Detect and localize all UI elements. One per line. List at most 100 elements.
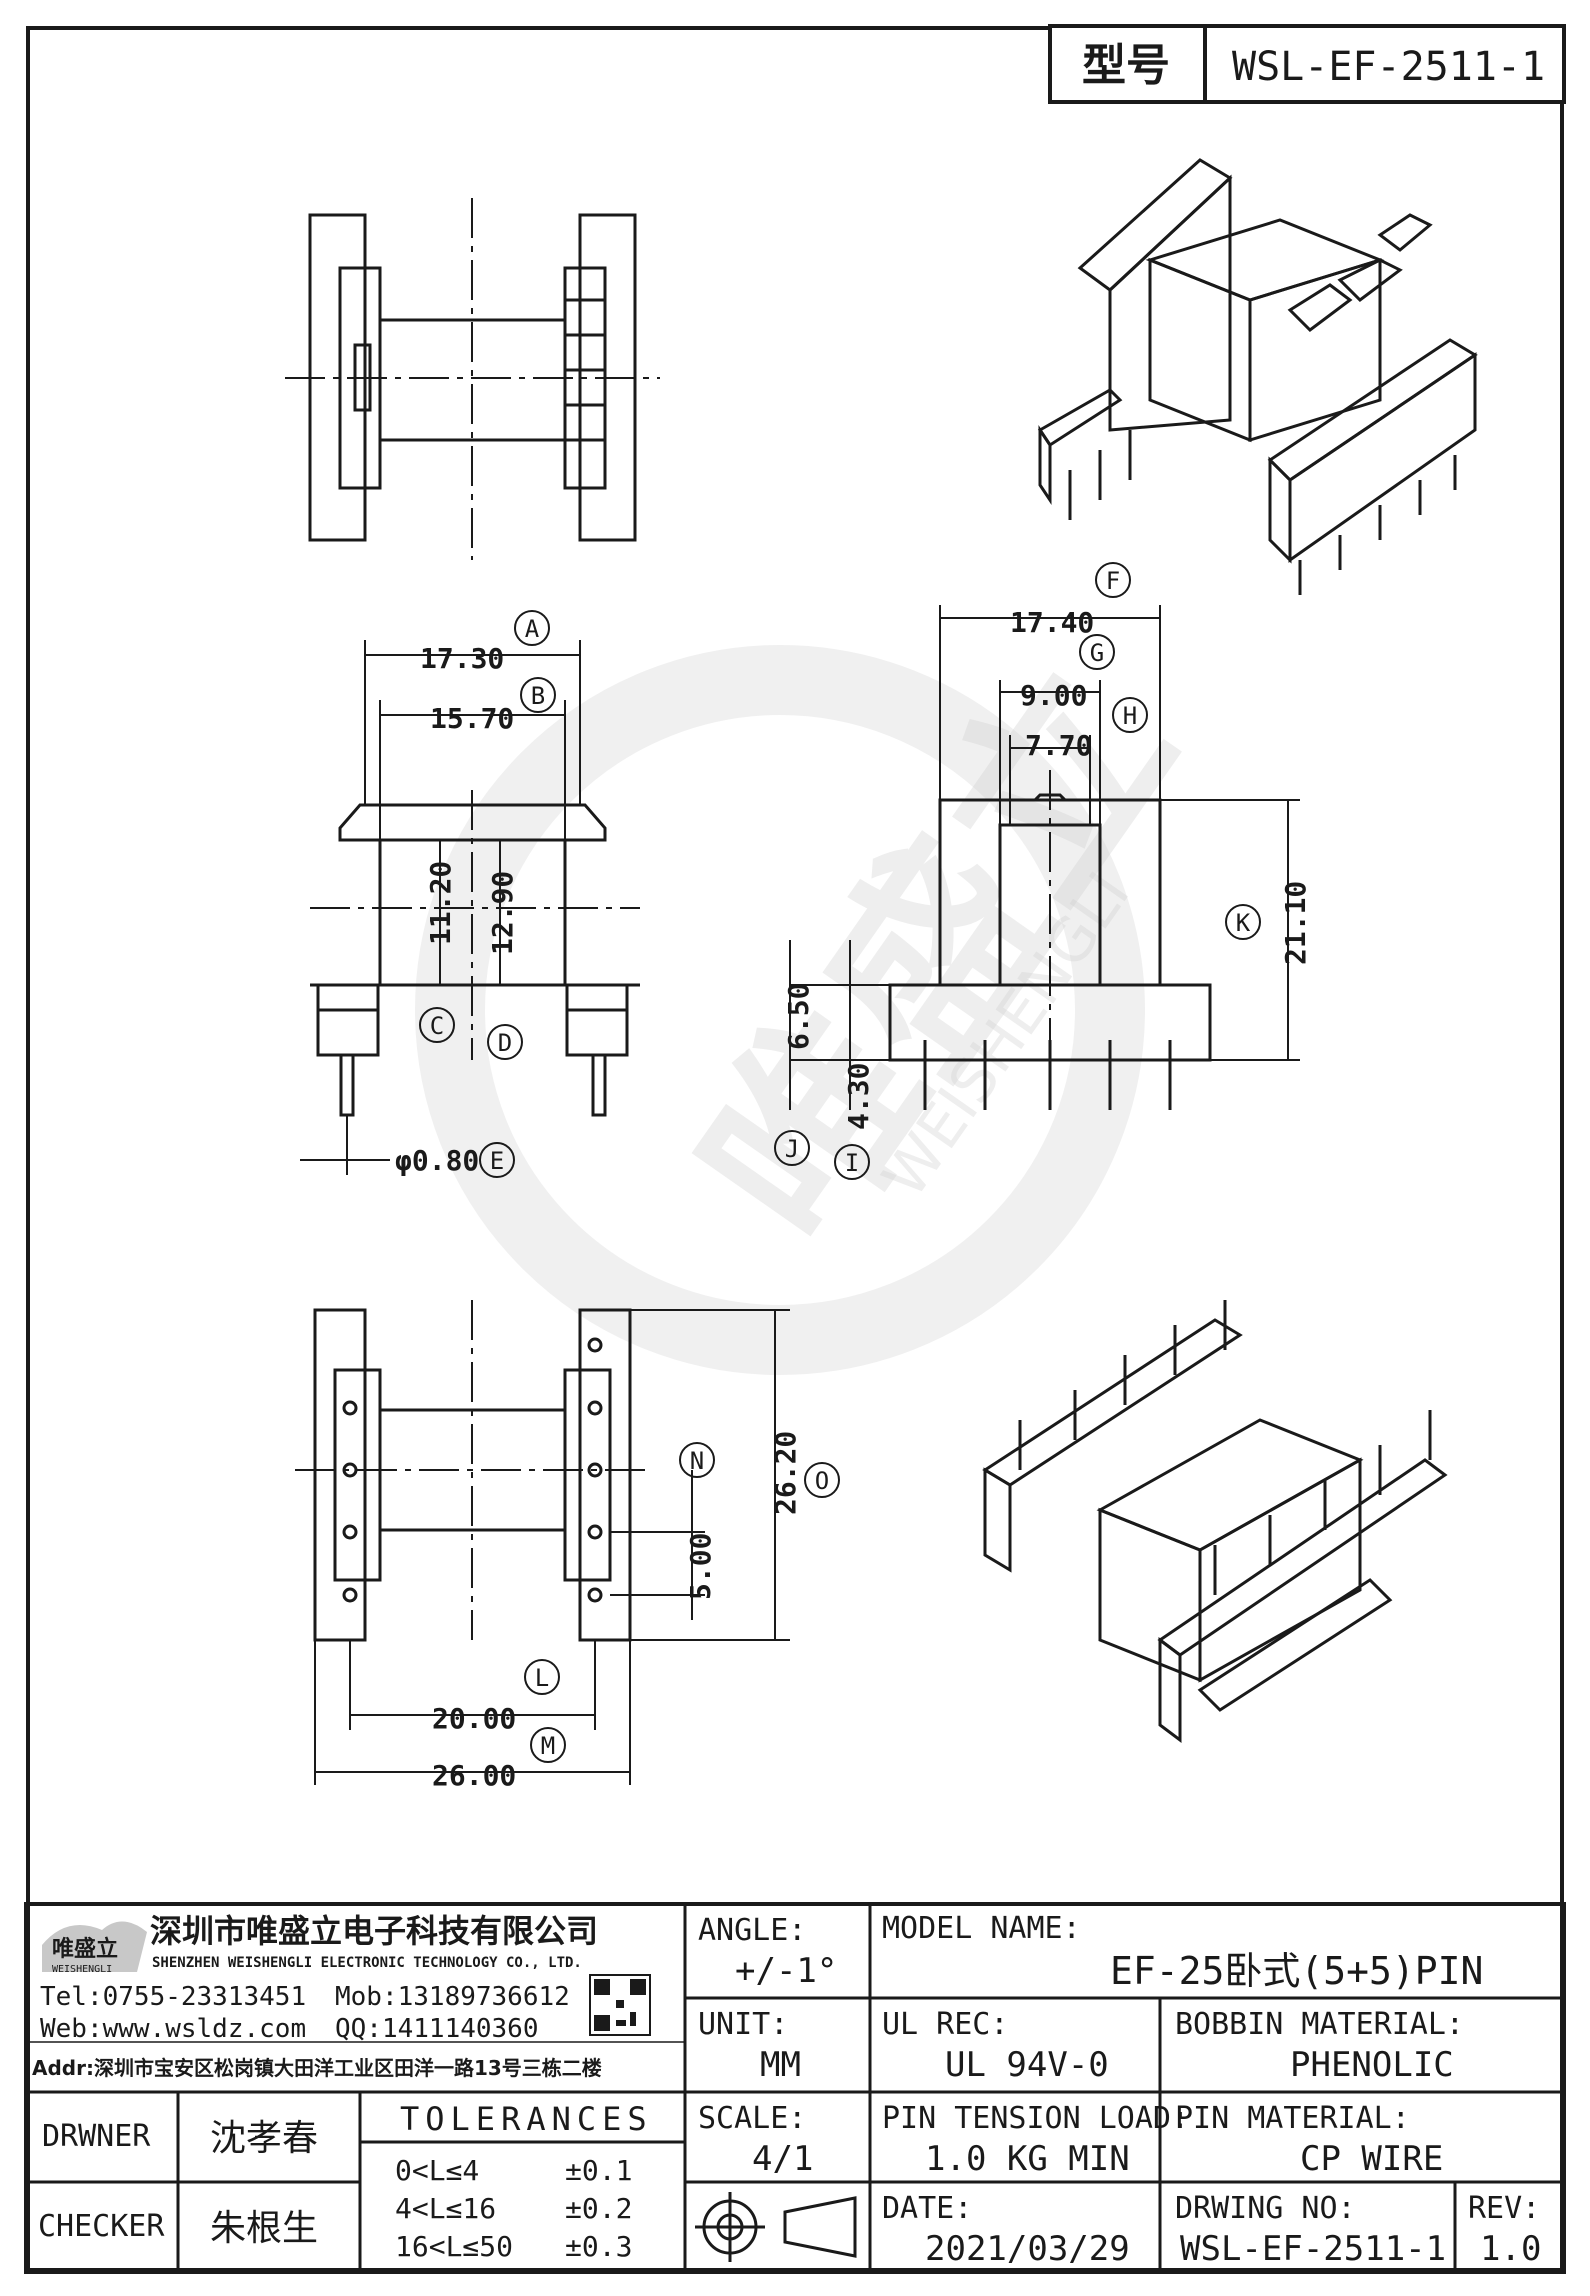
model-label: MODEL NAME: <box>882 1911 1081 1946</box>
svg-text:B: B <box>531 682 545 710</box>
dim-letter-b: B <box>520 677 556 713</box>
drawner-label: DRWNER <box>42 2119 151 2154</box>
dim-a-value: 17.30 <box>420 642 504 675</box>
tol-value-1: ±0.1 <box>565 2154 632 2187</box>
dim-letter-a: A <box>514 610 550 646</box>
dim-j-value: 6.50 <box>782 983 815 1050</box>
checker-label: CHECKER <box>38 2209 165 2244</box>
tension-value: 1.0 KG MIN <box>925 2139 1130 2179</box>
dim-n-value: 5.00 <box>684 1533 717 1600</box>
svg-text:N: N <box>690 1447 704 1475</box>
tol-value-2: ±0.2 <box>565 2192 632 2225</box>
ul-value: UL 94V-0 <box>945 2045 1109 2085</box>
dim-letter-n: N <box>679 1442 715 1478</box>
tol-range-2: 4<L≤16 <box>395 2192 496 2225</box>
company-name-cn: 深圳市唯盛立电子科技有限公司 <box>150 1912 598 1950</box>
projection-symbol-icon <box>695 2192 857 2262</box>
svg-text:A: A <box>525 615 540 643</box>
svg-text:G: G <box>1090 639 1104 667</box>
front-dims <box>300 640 581 1175</box>
dim-1120-value: 11.20 <box>424 861 457 945</box>
angle-label: ANGLE: <box>698 1913 806 1948</box>
top-view <box>285 198 660 560</box>
tol-range-1: 0<L≤4 <box>395 2154 479 2187</box>
dimension-letters: A B C D E F G H I J K L M N O <box>419 562 1261 1763</box>
drawner-value: 沈孝春 <box>210 2118 318 2159</box>
dim-letter-e: E <box>479 1142 515 1178</box>
dim-letter-h: H <box>1112 697 1148 733</box>
tolerances-label: TOLERANCES <box>400 2100 653 2138</box>
unit-label: UNIT: <box>698 2007 788 2042</box>
company-name-en: SHENZHEN WEISHENGLI ELECTRONIC TECHNOLOG… <box>152 1955 582 1971</box>
pinmat-label: PIN MATERIAL: <box>1175 2101 1410 2136</box>
type-label: 型号 <box>1082 40 1170 91</box>
svg-text:I: I <box>845 1149 859 1177</box>
model-value: EF-25卧式(5+5)PIN <box>1110 1949 1483 1993</box>
bobbin-value: PHENOLIC <box>1290 2045 1454 2085</box>
svg-text:E: E <box>490 1147 504 1175</box>
company-web: Web:www.wsldz.com <box>40 2014 306 2044</box>
dim-letter-f: F <box>1095 562 1131 598</box>
dim-letter-o: O <box>804 1462 840 1498</box>
qr-code-icon <box>589 1974 651 2036</box>
svg-text:F: F <box>1106 567 1120 595</box>
svg-text:K: K <box>1236 909 1251 937</box>
company-addr: Addr:深圳市宝安区松岗镇大田洋工业区田洋一路13号三栋二楼 <box>32 2056 602 2080</box>
bottom-dims <box>314 1309 790 1785</box>
svg-text:C: C <box>430 1012 444 1040</box>
dim-o-value: 26.20 <box>769 1431 802 1515</box>
tol-value-3: ±0.3 <box>565 2230 632 2263</box>
drwno-label: DRWING NO: <box>1175 2191 1356 2226</box>
dim-letter-d: D <box>487 1024 523 1060</box>
rev-label: REV: <box>1468 2191 1540 2226</box>
date-label: DATE: <box>882 2191 972 2226</box>
dim-k-value: 21.10 <box>1279 881 1312 965</box>
company-tel: Tel:0755-23313451 <box>40 1982 306 2012</box>
bobbin-label: BOBBIN MATERIAL: <box>1175 2007 1464 2042</box>
company-qq: QQ:1411140360 <box>335 2014 539 2044</box>
iso-view-top <box>1037 158 1478 595</box>
side-view <box>888 770 1212 1110</box>
scale-value: 4/1 <box>752 2139 813 2179</box>
side-dims <box>789 605 1300 1110</box>
front-view <box>310 790 640 1117</box>
dim-letter-m: M <box>530 1727 566 1763</box>
checker-value: 朱根生 <box>210 2208 318 2249</box>
dim-g-value: 9.00 <box>1020 679 1087 712</box>
svg-text:唯盛立: 唯盛立 <box>52 1936 118 1962</box>
bottom-view <box>295 1300 650 1642</box>
svg-text:O: O <box>815 1467 829 1495</box>
unit-value: MM <box>760 2045 801 2085</box>
header-box: 型号 WSL-EF-2511-1 <box>1048 24 1566 104</box>
iso-view-bottom <box>982 1300 1448 1743</box>
title-block: 唯盛立 WEISHENGLI 深圳市唯盛立电子科技有限公司 SHENZHEN W… <box>24 1902 1566 2274</box>
dim-b-value: 15.70 <box>430 702 514 735</box>
svg-text:M: M <box>541 1732 555 1760</box>
dim-letter-i: I <box>834 1144 870 1180</box>
svg-text:WEISHENGLI: WEISHENGLI <box>52 1964 112 1975</box>
svg-text:L: L <box>535 1664 549 1692</box>
dim-f-value: 17.40 <box>1010 606 1094 639</box>
model-code: WSL-EF-2511-1 <box>1232 44 1545 90</box>
dim-letter-c: C <box>419 1007 455 1043</box>
tol-range-3: 16<L≤50 <box>395 2230 513 2263</box>
ul-label: UL REC: <box>882 2007 1008 2042</box>
dim-h-value: 7.70 <box>1025 729 1092 762</box>
dim-e-value: φ0.80 <box>395 1144 479 1177</box>
angle-value: +/-1° <box>735 1951 837 1991</box>
company-logo: 唯盛立 WEISHENGLI <box>42 1921 147 1975</box>
pinmat-value: CP WIRE <box>1300 2139 1443 2179</box>
dim-i-value: 4.30 <box>842 1063 875 1130</box>
dim-letter-g: G <box>1079 634 1115 670</box>
svg-text:D: D <box>498 1029 512 1057</box>
rev-value: 1.0 <box>1480 2229 1541 2269</box>
drwno-value: WSL-EF-2511-1 <box>1180 2229 1446 2269</box>
company-mob: Mob:13189736612 <box>335 1982 570 2012</box>
svg-text:J: J <box>785 1135 799 1163</box>
scale-label: SCALE: <box>698 2101 806 2136</box>
dim-m-value: 26.00 <box>432 1759 516 1792</box>
svg-text:H: H <box>1123 702 1137 730</box>
dim-letter-l: L <box>524 1659 560 1695</box>
dim-letter-k: K <box>1225 904 1261 940</box>
